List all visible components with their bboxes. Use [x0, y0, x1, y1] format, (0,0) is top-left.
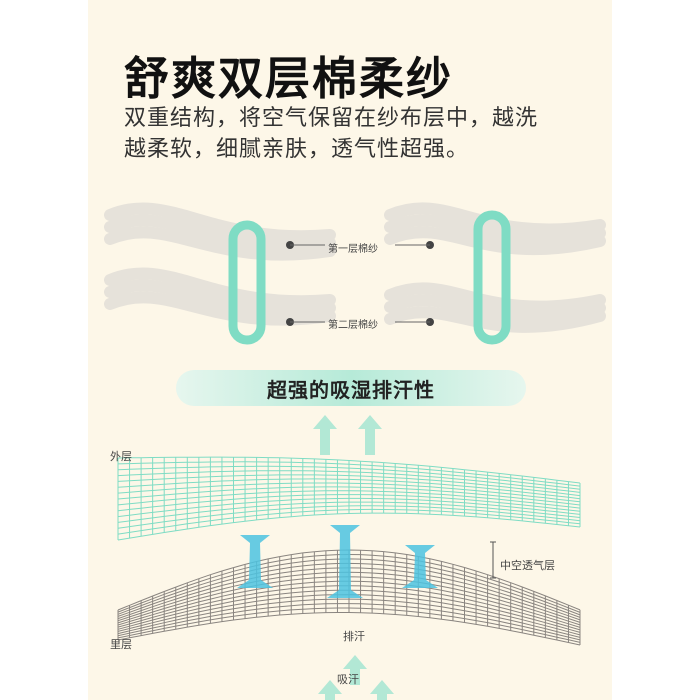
page-title: 舒爽双层棉柔纱 — [124, 52, 454, 105]
yarn-strand — [384, 294, 606, 323]
label-absorb-sweat: 吸汗 — [337, 673, 359, 686]
label-release-sweat: 排汗 — [343, 630, 365, 643]
moisture-column — [327, 525, 363, 598]
label-first-layer-yarn: 第一层棉纱 — [328, 244, 378, 255]
yarn-strand — [384, 282, 606, 313]
connecting-yarn — [473, 210, 511, 345]
gap-bracket — [490, 541, 496, 579]
up-arrow-icon — [358, 415, 382, 455]
yarn-strand — [384, 306, 606, 333]
connecting-yarn — [228, 220, 266, 345]
feature-banner: 超强的吸湿排汗性 — [176, 370, 526, 406]
yarn-strand — [104, 202, 336, 243]
yarn-strand — [104, 226, 336, 261]
up-arrow-icon — [343, 655, 367, 685]
label-second-layer-yarn: 第二层棉纱 — [328, 320, 378, 331]
up-arrow-icon — [318, 680, 342, 700]
yarn-strand — [104, 267, 336, 308]
up-arrow-icon — [370, 680, 394, 700]
up-arrow-icon — [313, 415, 337, 455]
subtitle-line-1: 双重结构，将空气保留在纱布层中，越洗 — [124, 106, 539, 131]
yarn-strand — [104, 279, 336, 317]
yarn-strand — [384, 202, 606, 236]
subtitle-line-2: 越柔软，细腻亲肤，透气性超强。 — [124, 137, 470, 162]
yarn-strand — [384, 226, 606, 256]
yarn-strand — [384, 214, 606, 246]
label-outer-layer: 外层 — [110, 450, 132, 463]
moisture-column — [402, 545, 438, 588]
label-hollow-air-layer: 中空透气层 — [500, 559, 555, 572]
moisture-column — [237, 535, 273, 588]
label-inner-layer: 里层 — [110, 638, 132, 651]
